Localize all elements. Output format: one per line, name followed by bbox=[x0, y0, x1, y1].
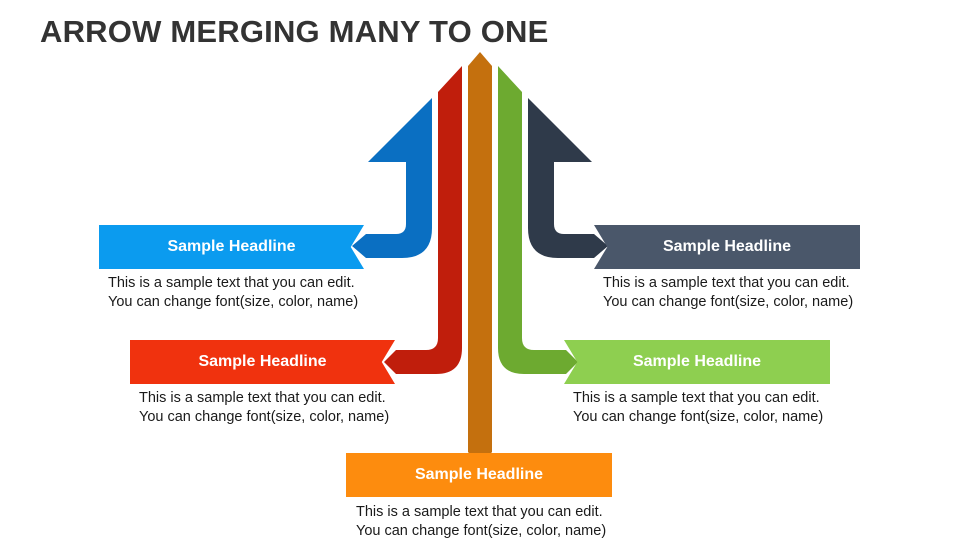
page-title: ARROW MERGING MANY TO ONE bbox=[40, 14, 549, 49]
green-arrow bbox=[498, 66, 578, 374]
description-slate: This is a sample text that you can edit.… bbox=[603, 274, 853, 312]
description-line: You can change font(size, color, name) bbox=[573, 409, 824, 425]
description-orange: This is a sample text that you can edit.… bbox=[356, 503, 606, 541]
red-arrow bbox=[384, 66, 462, 374]
description-line: This is a sample text that you can edit. bbox=[108, 275, 355, 291]
description-line: This is a sample text that you can edit. bbox=[356, 504, 603, 520]
description-line: You can change font(size, color, name) bbox=[603, 294, 854, 310]
headline-text: Sample Headline bbox=[632, 353, 762, 370]
headline-text: Sample Headline bbox=[167, 238, 296, 255]
description-line: You can change font(size, color, name) bbox=[356, 523, 607, 539]
description-line: This is a sample text that you can edit. bbox=[139, 390, 386, 406]
description-blue: This is a sample text that you can edit.… bbox=[108, 274, 358, 312]
headline-box-blue: Sample Headline bbox=[99, 225, 364, 269]
headline-box-orange: Sample Headline bbox=[346, 453, 612, 497]
blue-arrow bbox=[352, 98, 432, 258]
orange-arrow bbox=[468, 52, 492, 466]
headline-box-red: Sample Headline bbox=[130, 340, 395, 384]
description-line: You can change font(size, color, name) bbox=[139, 409, 390, 425]
description-red: This is a sample text that you can edit.… bbox=[139, 389, 389, 427]
headline-box-slate: Sample Headline bbox=[594, 225, 860, 269]
description-green: This is a sample text that you can edit.… bbox=[573, 389, 823, 427]
description-line: This is a sample text that you can edit. bbox=[573, 390, 820, 406]
headline-text: Sample Headline bbox=[198, 353, 327, 370]
description-line: This is a sample text that you can edit. bbox=[603, 275, 850, 291]
headline-text: Sample Headline bbox=[414, 466, 544, 483]
headline-box-green: Sample Headline bbox=[564, 340, 830, 384]
slate-arrow bbox=[528, 98, 608, 258]
description-line: You can change font(size, color, name) bbox=[108, 294, 359, 310]
headline-text: Sample Headline bbox=[662, 238, 792, 255]
